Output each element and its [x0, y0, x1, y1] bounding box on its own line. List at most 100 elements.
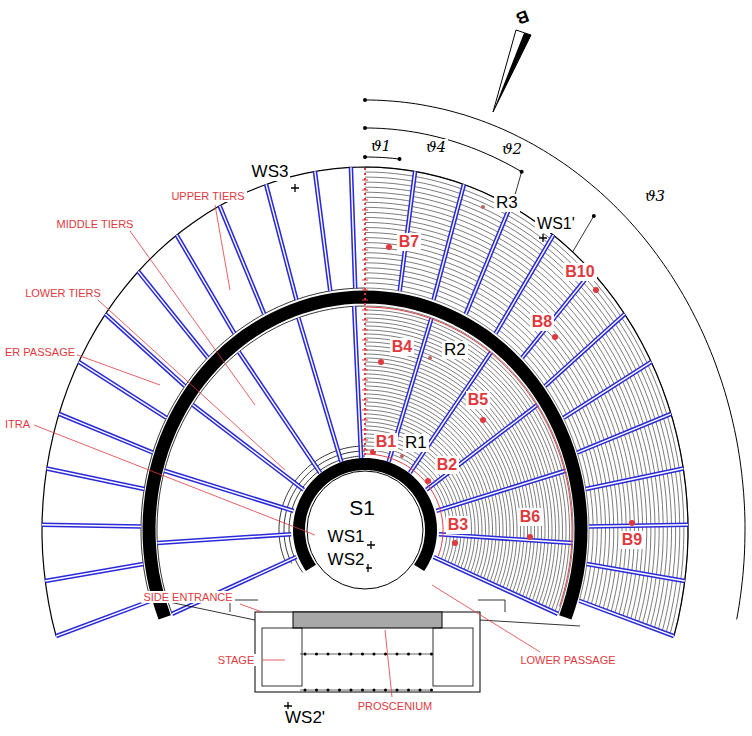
- measurement-dot: [378, 359, 384, 365]
- measurement-label: B10: [563, 263, 596, 281]
- receiver-label: R3: [494, 194, 520, 213]
- survey-tick: [362, 260, 368, 261]
- stairway: [586, 469, 684, 489]
- receiver-dot: [400, 454, 404, 458]
- stairway: [157, 534, 291, 543]
- survey-tick: [362, 340, 368, 341]
- angle-dot: [363, 155, 367, 159]
- measurement-dot: [593, 287, 599, 293]
- stairway: [164, 471, 293, 511]
- area-label: ER PASSAGE: [3, 346, 77, 358]
- survey-tick: [362, 230, 368, 231]
- stairway: [79, 362, 167, 418]
- survey-tick: [362, 290, 368, 291]
- stairway: [496, 235, 554, 333]
- stairway: [466, 206, 511, 314]
- survey-tick: [362, 240, 368, 241]
- stairway: [45, 564, 143, 581]
- stairway: [177, 235, 235, 333]
- measurement-label: B5: [466, 391, 490, 409]
- measurement-label: B7: [397, 233, 421, 251]
- source-label: WS2': [283, 709, 327, 728]
- measurement-label: B2: [435, 456, 459, 474]
- angle-arc: [365, 128, 522, 172]
- stairway: [439, 534, 573, 543]
- stairway: [220, 206, 265, 314]
- survey-tick: [362, 360, 368, 361]
- angle-arc: [365, 157, 400, 159]
- survey-tick: [362, 200, 368, 201]
- tier-line: [365, 172, 684, 635]
- stairway: [56, 601, 151, 636]
- measurement-dot: [629, 520, 635, 526]
- stage-outline: [255, 612, 480, 692]
- stairway: [434, 557, 558, 614]
- survey-tick: [362, 350, 368, 351]
- measurement-label: B6: [518, 508, 542, 526]
- stage-line: [300, 690, 432, 691]
- stairway: [434, 184, 464, 299]
- stairway: [138, 271, 207, 357]
- stairway: [436, 471, 565, 511]
- stairway: [354, 306, 361, 458]
- survey-tick: [362, 220, 368, 221]
- stairway: [564, 362, 652, 418]
- stairway: [466, 206, 511, 314]
- stairway: [577, 414, 671, 453]
- stairway: [439, 534, 573, 543]
- area-label: SIDE ENTRANCE: [141, 591, 234, 603]
- stairway: [157, 534, 291, 543]
- stairway: [138, 271, 207, 357]
- survey-tick: [362, 320, 368, 321]
- leader-line: [240, 604, 262, 612]
- survey-tick: [362, 380, 368, 381]
- leader-line: [215, 205, 230, 290]
- stairway: [47, 469, 145, 489]
- leader-line: [262, 660, 285, 661]
- stairway: [164, 471, 293, 511]
- leader-line: [34, 425, 315, 535]
- survey-tick: [362, 400, 368, 401]
- survey-tick: [362, 190, 368, 191]
- survey-line: [364, 168, 366, 455]
- stairway: [172, 557, 296, 614]
- stairway: [436, 471, 565, 511]
- stairway: [193, 405, 304, 490]
- stairway: [42, 525, 141, 527]
- stage-room: [262, 628, 302, 686]
- north-arrow: [493, 30, 531, 112]
- source-mark: [539, 234, 547, 242]
- source-label: WS1: [326, 528, 367, 547]
- source-label: S1: [347, 496, 377, 519]
- survey-tick: [362, 430, 368, 431]
- area-label: MIDDLE TIERS: [55, 218, 136, 230]
- stairway: [410, 352, 491, 473]
- stairway: [266, 184, 296, 299]
- stairway: [400, 171, 415, 291]
- stairway: [45, 564, 143, 581]
- stairway: [522, 271, 591, 357]
- stairway: [426, 405, 537, 490]
- stairway: [56, 601, 151, 636]
- receiver-label: R1: [403, 434, 429, 453]
- stairway: [522, 271, 591, 357]
- stairway: [400, 171, 415, 291]
- survey-tick: [362, 180, 368, 181]
- source-mark: [291, 184, 299, 192]
- survey-tick: [362, 440, 368, 441]
- measurement-label: B9: [620, 531, 644, 549]
- area-label: ITRA: [3, 418, 32, 430]
- stairway: [298, 318, 341, 462]
- stairway: [579, 601, 674, 636]
- source-label: WS2: [326, 551, 367, 570]
- survey-tick: [362, 210, 368, 211]
- stairway: [545, 314, 625, 386]
- stairway: [354, 306, 361, 458]
- survey-tick: [362, 390, 368, 391]
- stairway: [426, 405, 537, 490]
- stairway: [351, 167, 355, 288]
- survey-tick: [362, 250, 368, 251]
- leader-line: [130, 231, 255, 405]
